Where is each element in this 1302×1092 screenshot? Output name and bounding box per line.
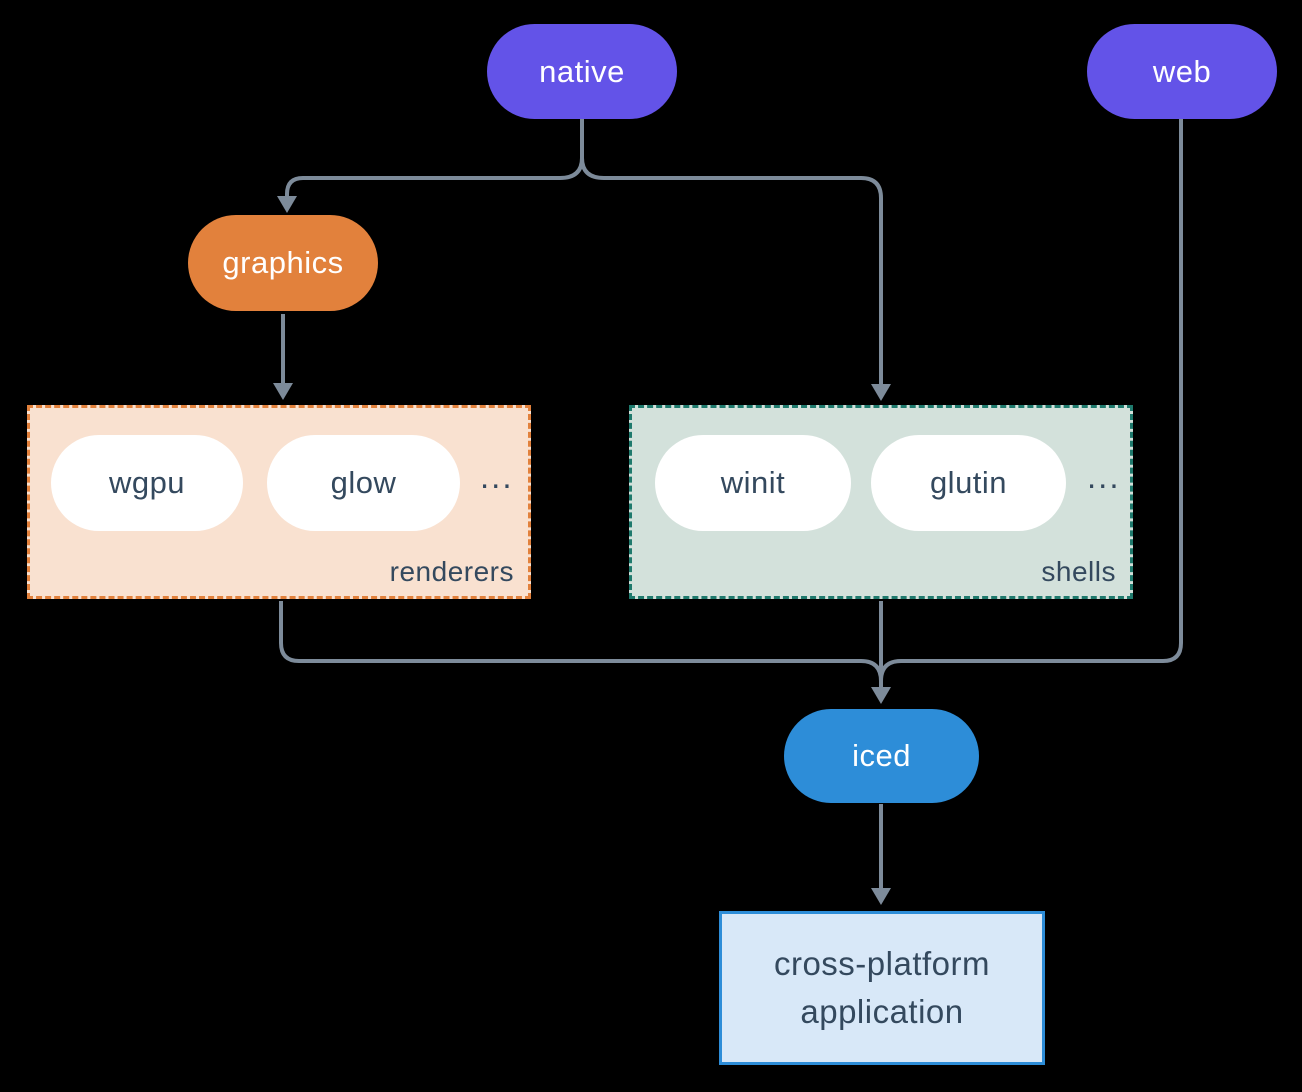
- node-web: web: [1087, 24, 1277, 119]
- edge-native-shells: [580, 118, 883, 384]
- edge-renderers-iced: [279, 601, 883, 682]
- edge-native-graphics: [285, 118, 584, 197]
- node-iced: iced: [784, 709, 979, 803]
- arrowhead-shells: [871, 384, 891, 401]
- arrowhead-iced: [871, 687, 891, 704]
- app-label-line1: cross-platform: [773, 945, 991, 983]
- node-glutin: glutin: [871, 435, 1066, 531]
- shells-label: shells: [1041, 556, 1116, 587]
- arrowhead-app: [871, 888, 891, 905]
- node-native: native: [487, 24, 677, 119]
- node-wgpu: wgpu: [51, 435, 243, 531]
- group-shells: winit glutin ... shells: [629, 405, 1133, 599]
- shells-ellipsis: ...: [1087, 458, 1121, 495]
- arrowhead-renderers: [273, 383, 293, 400]
- group-renderers: wgpu glow ... renderers: [27, 405, 531, 599]
- arrowhead-graphics: [277, 196, 297, 213]
- node-glow: glow: [267, 435, 460, 531]
- node-cross-platform-application: cross-platform application: [719, 911, 1045, 1065]
- node-graphics: graphics: [188, 215, 378, 311]
- node-winit: winit: [655, 435, 851, 531]
- renderers-label: renderers: [389, 556, 514, 587]
- app-label-line2: application: [800, 993, 964, 1030]
- renderers-ellipsis: ...: [480, 458, 514, 495]
